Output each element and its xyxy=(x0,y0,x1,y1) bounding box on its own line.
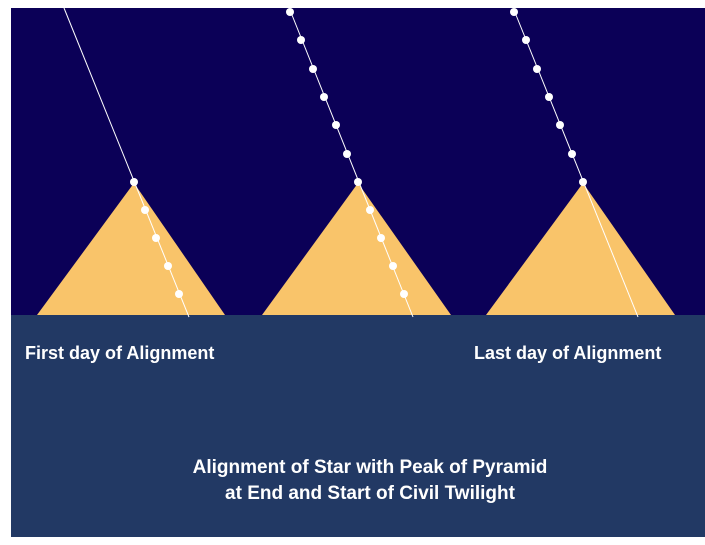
star-point xyxy=(354,178,362,186)
star-point xyxy=(377,234,385,242)
star-point xyxy=(332,121,340,129)
star-point xyxy=(545,93,553,101)
star-point xyxy=(400,290,408,298)
star-point xyxy=(522,36,530,44)
star-point xyxy=(343,150,351,158)
star-point xyxy=(175,290,183,298)
last-day-label: Last day of Alignment xyxy=(474,343,662,363)
star-point xyxy=(152,234,160,242)
star-point xyxy=(579,178,587,186)
star-point xyxy=(141,206,149,214)
star-point xyxy=(533,65,541,73)
star-point xyxy=(309,65,317,73)
panel-last-day xyxy=(486,8,675,318)
star-point xyxy=(568,150,576,158)
star-point xyxy=(366,206,374,214)
star-point xyxy=(286,8,294,16)
star-point xyxy=(556,121,564,129)
caption-line-2: at End and Start of Civil Twilight xyxy=(225,483,515,504)
pyramid-3 xyxy=(486,183,675,315)
star-point xyxy=(130,178,138,186)
panel-middle xyxy=(262,8,451,318)
star-point xyxy=(320,93,328,101)
star-point xyxy=(510,8,518,16)
star-point xyxy=(164,262,172,270)
star-path-line-3 xyxy=(513,9,639,318)
pyramid-2 xyxy=(262,183,451,315)
caption-line-1: Alignment of Star with Peak of Pyramid xyxy=(192,457,548,478)
first-day-label: First day of Alignment xyxy=(25,343,215,363)
ground-background xyxy=(11,315,705,537)
diagram-caption: Alignment of Star with Peak of Pyramid a… xyxy=(130,455,610,507)
pyramid-1 xyxy=(37,183,225,315)
star-point xyxy=(297,36,305,44)
star-point xyxy=(389,262,397,270)
panel-first-day xyxy=(37,7,225,318)
